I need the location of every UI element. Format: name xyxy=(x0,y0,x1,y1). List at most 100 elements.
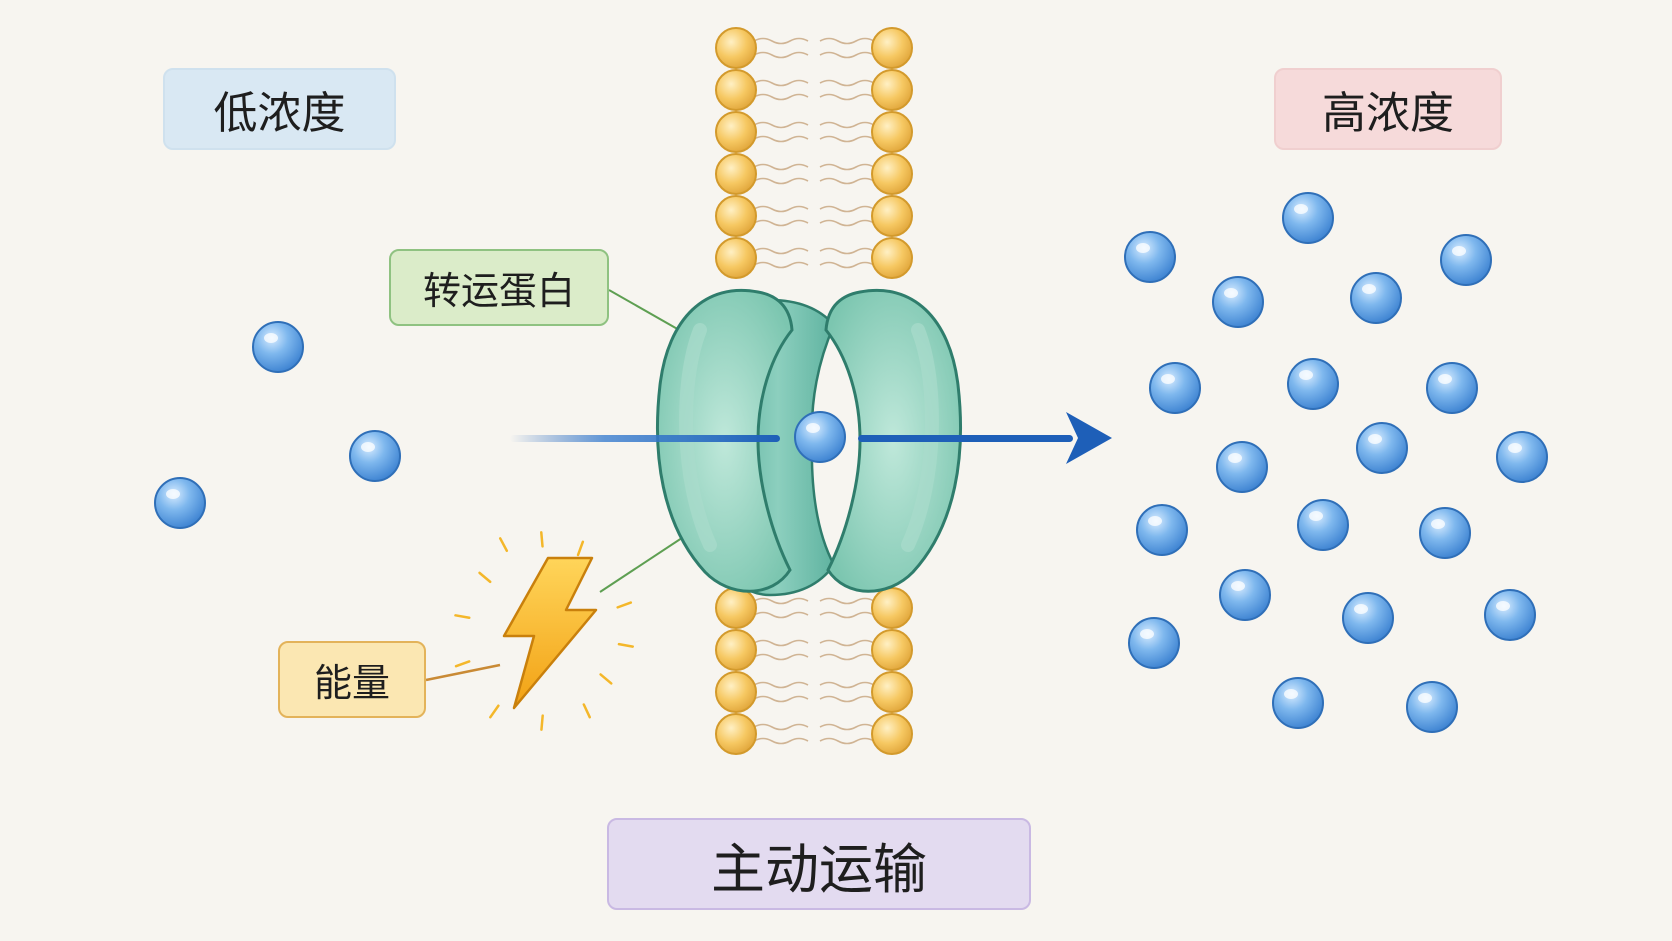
lipid-tail xyxy=(819,681,875,689)
energy-label: 能量 xyxy=(278,641,426,718)
diagram-title: 主动运输 xyxy=(607,818,1031,910)
molecule xyxy=(1419,507,1471,559)
lipid-tail xyxy=(753,723,809,731)
energy-ray xyxy=(616,601,633,609)
arrow-head xyxy=(1066,412,1112,464)
molecule xyxy=(1282,192,1334,244)
lipid-tail xyxy=(753,639,809,647)
molecule xyxy=(1356,422,1408,474)
phospholipid-head xyxy=(871,587,913,629)
lipid-heads xyxy=(715,27,913,755)
energy-to-protein-line xyxy=(599,529,695,593)
molecule xyxy=(1440,234,1492,286)
protein-left-shade xyxy=(679,323,717,552)
transporter-protein-label: 转运蛋白 xyxy=(389,249,609,326)
energy-ray xyxy=(576,540,585,557)
lipid-tail xyxy=(819,653,875,661)
molecule xyxy=(1272,677,1324,729)
lipid-tail xyxy=(819,121,875,129)
lipid-tail xyxy=(819,79,875,87)
phospholipid-head xyxy=(715,27,757,69)
molecule xyxy=(349,430,401,482)
protein-right-shade xyxy=(901,323,939,552)
phospholipid-head xyxy=(871,27,913,69)
molecule xyxy=(154,477,206,529)
lipid-tail xyxy=(753,247,809,255)
energy-source xyxy=(454,531,634,731)
lipid-tail xyxy=(819,177,875,185)
lipid-tail xyxy=(753,177,809,185)
lipid-tail xyxy=(819,135,875,143)
lipid-tail xyxy=(819,93,875,101)
phospholipid-head xyxy=(871,713,913,755)
lipid-tail xyxy=(819,639,875,647)
lipid-tail xyxy=(753,93,809,101)
phospholipid-head xyxy=(871,671,913,713)
lightning-bolt-icon xyxy=(502,556,598,710)
lipid-tail xyxy=(819,695,875,703)
lipid-tail xyxy=(819,737,875,745)
lipid-tail xyxy=(819,163,875,171)
molecule xyxy=(1124,231,1176,283)
phospholipid-head xyxy=(871,629,913,671)
molecule xyxy=(1136,504,1188,556)
phospholipid-head xyxy=(871,237,913,279)
phospholipid-head xyxy=(715,195,757,237)
lipid-tail xyxy=(753,219,809,227)
phospholipid-head xyxy=(871,69,913,111)
lipid-tail xyxy=(753,737,809,745)
energy-ray xyxy=(489,704,500,719)
phospholipid-head xyxy=(715,69,757,111)
phospholipid-head xyxy=(871,195,913,237)
molecule xyxy=(1128,617,1180,669)
molecule xyxy=(252,321,304,373)
energy-ray xyxy=(617,642,634,648)
lipid-tail xyxy=(819,723,875,731)
energy-ray xyxy=(454,614,471,620)
phospholipid-head xyxy=(715,629,757,671)
molecule xyxy=(1216,441,1268,493)
lipid-tail xyxy=(753,79,809,87)
lipid-tail xyxy=(819,51,875,59)
lipid-tail xyxy=(819,205,875,213)
lipid-tail xyxy=(753,681,809,689)
phospholipid-head xyxy=(715,671,757,713)
lipid-tail xyxy=(753,695,809,703)
phospholipid-head xyxy=(715,587,757,629)
molecules xyxy=(154,192,1548,733)
arrow-shaft-right xyxy=(858,435,1073,442)
energy-pointer-line xyxy=(425,663,501,682)
molecule xyxy=(1426,362,1478,414)
phospholipid-head xyxy=(715,237,757,279)
lipid-tail xyxy=(753,135,809,143)
lipid-tail xyxy=(753,611,809,619)
energy-ray xyxy=(540,531,544,548)
molecule xyxy=(1287,358,1339,410)
energy-ray xyxy=(582,703,591,719)
high-concentration-label: 高浓度 xyxy=(1274,68,1502,150)
cell-membrane xyxy=(715,27,913,755)
lipid-tail xyxy=(819,597,875,605)
molecule xyxy=(1342,592,1394,644)
molecule xyxy=(1219,569,1271,621)
molecule xyxy=(1406,681,1458,733)
energy-ray xyxy=(498,537,509,553)
phospholipid-head xyxy=(871,153,913,195)
lipid-tail xyxy=(819,219,875,227)
lipid-tails xyxy=(753,37,875,745)
arrow-shaft-left xyxy=(510,435,780,442)
molecule xyxy=(1297,499,1349,551)
low-concentration-label: 低浓度 xyxy=(163,68,396,150)
molecule xyxy=(1484,589,1536,641)
lipid-tail xyxy=(819,261,875,269)
molecule xyxy=(1350,272,1402,324)
lipid-tail xyxy=(753,51,809,59)
energy-ray xyxy=(599,673,613,685)
energy-rays xyxy=(454,531,634,731)
lipid-tail xyxy=(753,163,809,171)
phospholipid-head xyxy=(715,111,757,153)
lipid-tail xyxy=(753,121,809,129)
molecule xyxy=(1212,276,1264,328)
